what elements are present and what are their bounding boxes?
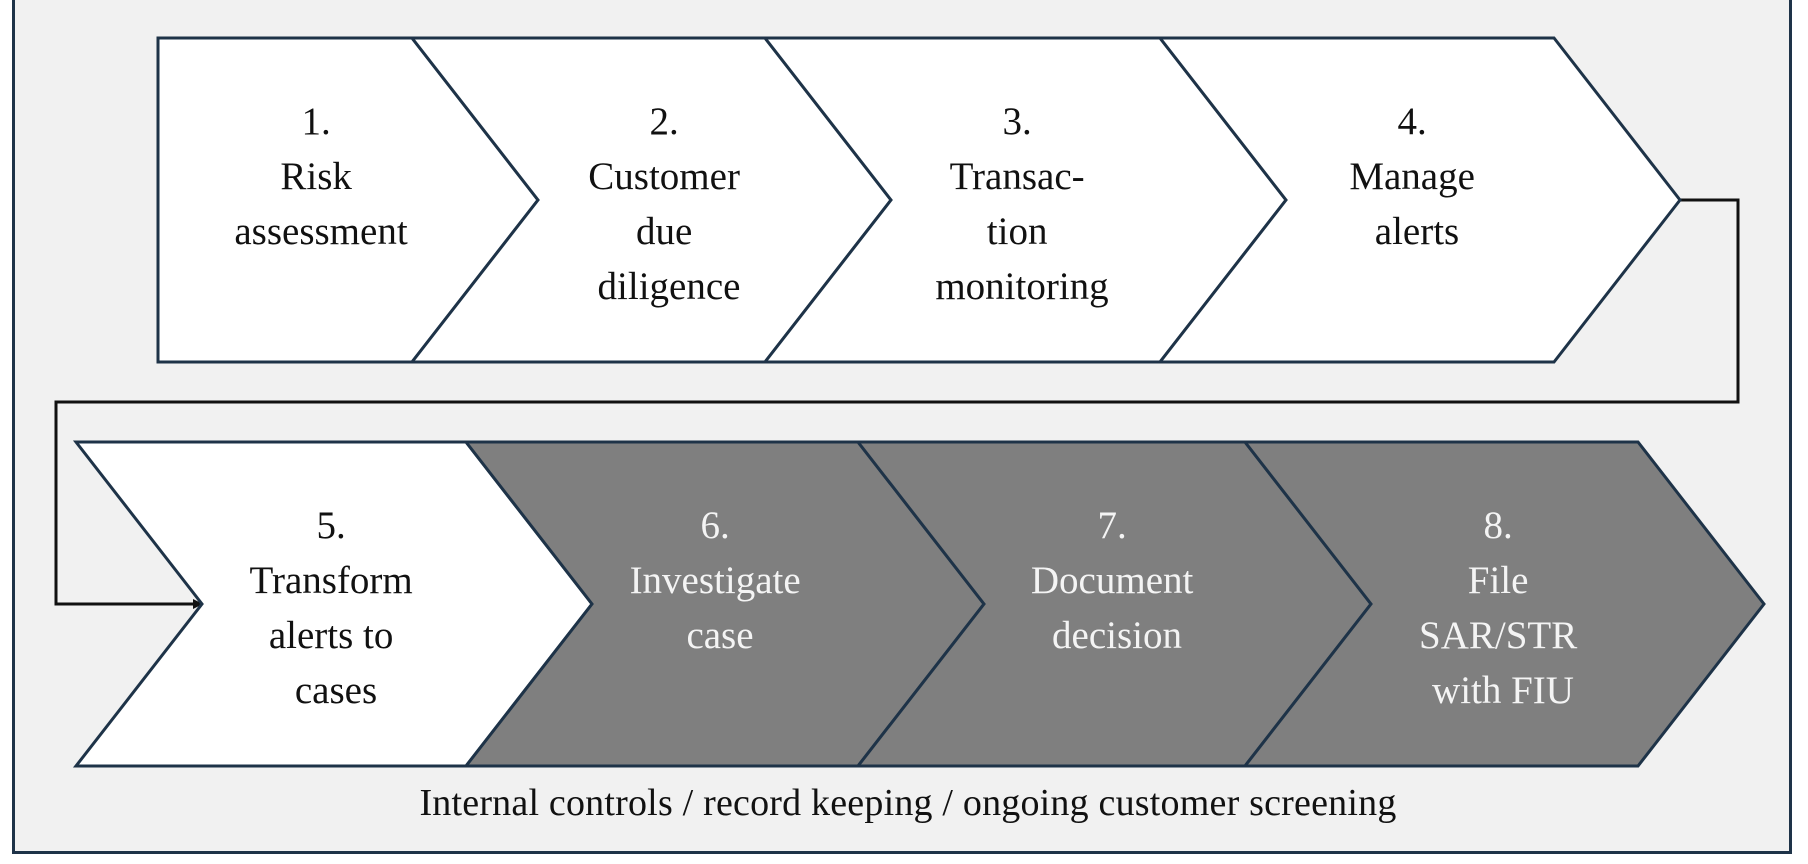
flow-connector-arrow	[54, 198, 1740, 609]
step-4-chevron	[1156, 36, 1682, 364]
step-8-chevron	[1241, 440, 1766, 768]
step-3-label: 3. Transac- tion monitoring	[935, 100, 1108, 308]
step-8-label: 8. File SAR/STR with FIU	[1419, 504, 1587, 712]
step-7-label: 7. Document decision	[1031, 504, 1203, 657]
step-4-label: 4. Manage alerts	[1349, 100, 1484, 253]
footer-caption: Internal controls / record keeping / ong…	[419, 782, 1396, 824]
step-6-label: 6. Investigate case	[630, 504, 811, 657]
step-1-label: 1. Risk assessment	[234, 100, 407, 253]
step-5-label: 5. Transform alerts to cases	[250, 504, 423, 712]
step-2-label: 2. Customer due diligence	[588, 100, 749, 308]
